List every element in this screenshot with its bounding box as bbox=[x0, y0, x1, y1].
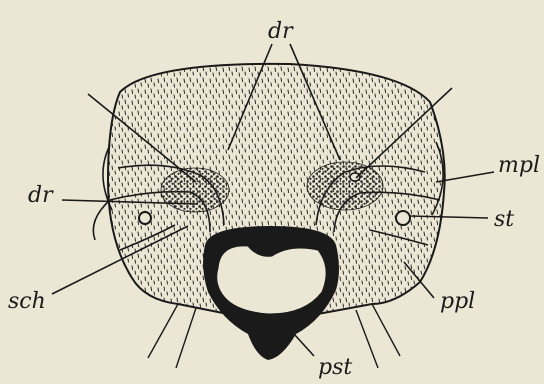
foramen bbox=[217, 246, 326, 314]
label-sch: sch bbox=[8, 289, 46, 314]
stigma-right bbox=[396, 211, 410, 225]
label-dr-left: dr bbox=[28, 183, 54, 208]
label-ppl: ppl bbox=[440, 289, 475, 314]
gland-right bbox=[307, 162, 383, 210]
label-mpl: mpl bbox=[498, 153, 540, 178]
label-st: st bbox=[494, 207, 514, 232]
gland-left bbox=[161, 168, 229, 212]
stigma-left bbox=[139, 212, 151, 224]
gland-opening-right bbox=[350, 173, 360, 181]
label-dr-top: dr bbox=[268, 19, 294, 44]
label-pst: pst bbox=[318, 355, 352, 380]
